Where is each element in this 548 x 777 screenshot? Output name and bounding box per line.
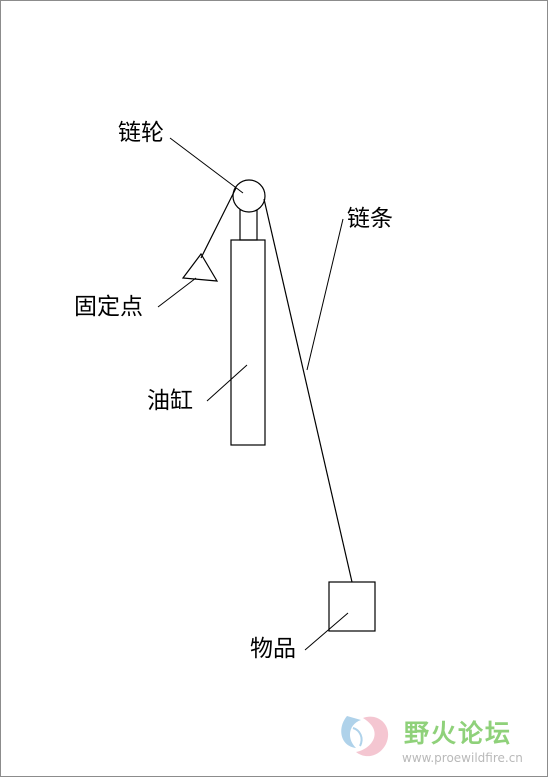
label-cylinder: 油缸 bbox=[147, 388, 193, 414]
fixed-point-triangle bbox=[181, 252, 219, 282]
watermark-url: www.proewildfire.cn bbox=[402, 751, 523, 765]
label-fixed-point: 固定点 bbox=[74, 294, 143, 320]
chain-segment-right bbox=[263, 198, 353, 583]
leader-cylinder bbox=[206, 364, 248, 402]
leader-fixed-point bbox=[157, 277, 197, 308]
sprocket-circle bbox=[232, 179, 266, 213]
label-sprocket: 链轮 bbox=[118, 120, 164, 146]
watermark-logo-icon bbox=[341, 716, 389, 757]
label-load: 物品 bbox=[250, 636, 296, 662]
leader-load bbox=[304, 612, 349, 651]
piston-rod bbox=[239, 209, 258, 241]
chain-segment-left bbox=[200, 187, 237, 259]
cylinder-body bbox=[230, 239, 266, 446]
label-chain: 链条 bbox=[347, 206, 393, 232]
leader-chain bbox=[306, 218, 344, 371]
load-box bbox=[328, 581, 376, 632]
watermark-title: 野火论坛 bbox=[404, 719, 513, 748]
leader-sprocket bbox=[169, 137, 244, 194]
